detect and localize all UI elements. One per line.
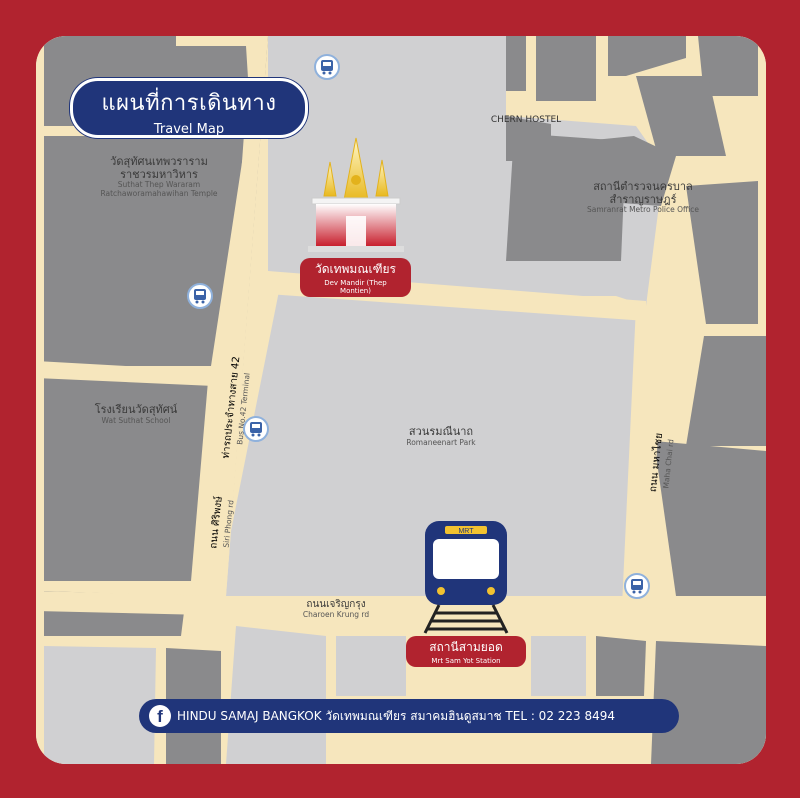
train-icon: MRT — [423, 521, 509, 634]
map-canvas: แผนที่การเดินทาง Travel Map วัดสุทัศนเทพ… — [36, 36, 766, 764]
facebook-icon[interactable]: f — [149, 705, 171, 727]
charoenkrung-road-label: ถนนเจริญกรุง Charoen Krung rd — [302, 599, 370, 619]
contact-footer: f HINDU SAMAJ BANGKOK วัดเทพมณเฑียร สมาค… — [139, 699, 679, 733]
temple-icon — [308, 137, 404, 252]
title-english: Travel Map — [153, 122, 225, 137]
contact-text: HINDU SAMAJ BANGKOK วัดเทพมณเฑียร สมาคมฮ… — [177, 709, 616, 723]
chern-hostel-label: CHERN HOSTEL — [490, 115, 562, 125]
park-label: สวนรมณีนาถ Romaneenart Park — [406, 425, 476, 447]
suthat-temple-label: วัดสุทัศนเทพวราราม ราชวรมหาวิหาร Suthat … — [100, 155, 218, 198]
bus-stop-icon[interactable] — [314, 54, 340, 80]
bus-stop-icon[interactable] — [187, 283, 213, 309]
map-base — [36, 36, 766, 764]
title-thai: แผนที่การเดินทาง — [101, 91, 277, 116]
mrt-station-badge: สถานีสามยอด Mrt Sam Yot Station — [406, 636, 526, 667]
map-title: แผนที่การเดินทาง Travel Map — [70, 78, 308, 138]
mrt-badge-text: MRT — [458, 528, 474, 535]
bus-stop-icon[interactable] — [624, 573, 650, 599]
school-label: โรงเรียนวัดสุทัศน์ Wat Suthat School — [94, 403, 178, 425]
bus-stop-icon[interactable] — [243, 416, 269, 442]
police-office-label: สถานีตำรวจนครบาล สำราญราษฎร์ Samranrat M… — [586, 180, 700, 215]
dev-mandir-badge: วัดเทพมณเฑียร Dev Mandir (Thep Montien) — [300, 258, 411, 297]
